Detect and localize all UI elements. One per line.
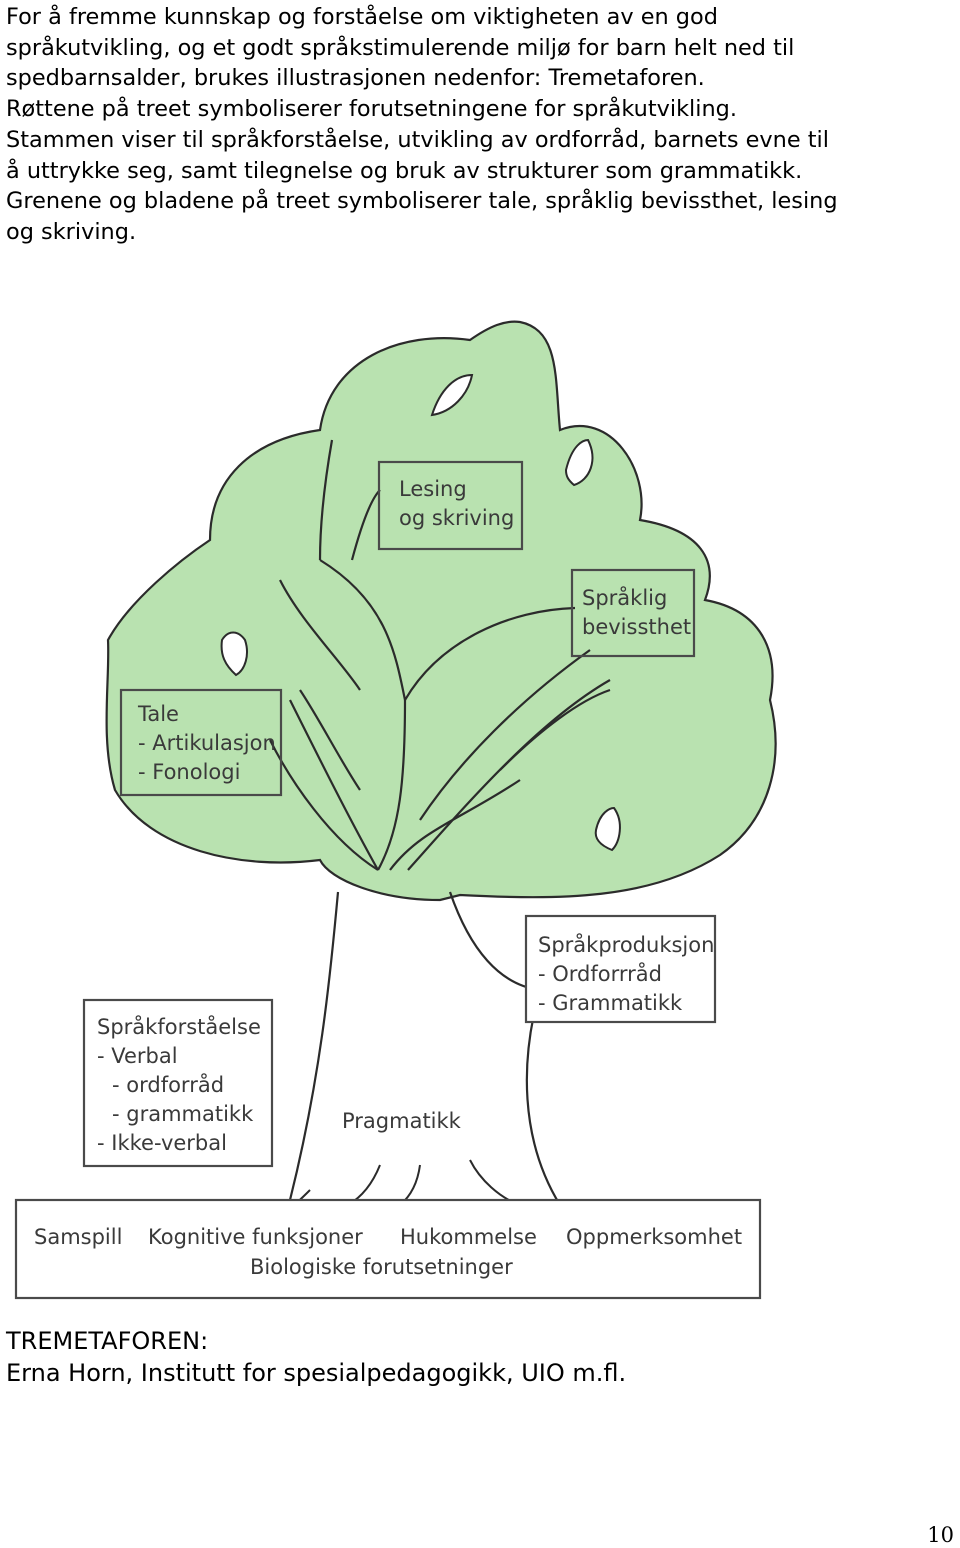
caption-credit: Erna Horn, Institutt for spesialpedagogi…: [6, 1359, 627, 1387]
intro-line: Stammen viser til språkforståelse, utvik…: [6, 126, 829, 153]
root-item-hukommelse: Hukommelse: [400, 1225, 537, 1249]
caption-title: TREMETAFOREN:: [6, 1327, 209, 1355]
sprakbevissthet-line-2: bevissthet: [582, 615, 691, 639]
root-item-samspill: Samspill: [34, 1225, 122, 1249]
intro-line: For å fremme kunnskap og forståelse om v…: [6, 4, 718, 30]
intro-line: språkutvikling, og et godt språkstimuler…: [6, 34, 795, 61]
lesing-line-1: Lesing: [399, 477, 467, 501]
lesing-box: [377, 460, 524, 551]
sprakforstaelse-line-2: - Verbal: [97, 1044, 178, 1068]
tale-line-1: Tale: [137, 702, 179, 726]
intro-line: spedbarnsalder, brukes illustrasjonen ne…: [6, 65, 705, 92]
root-item-kognitive: Kognitive funksjoner: [148, 1225, 363, 1249]
sprakproduksjon-box: [524, 914, 717, 1024]
intro-line: Grenene og bladene på treet symboliserer…: [6, 188, 838, 215]
sprakproduksjon-line-3: - Grammatikk: [538, 991, 683, 1015]
root-item-oppmerksomhet: Oppmerksomhet: [566, 1225, 742, 1249]
tree-trunk: [269, 439, 611, 1206]
sprakbevissthet-line-1: Språklig: [582, 585, 667, 610]
leaf-icon: [594, 806, 621, 852]
intro-line: Røttene på treet symboliserer forutsetni…: [6, 96, 738, 123]
sprakforstaelse-line-4: - grammatikk: [112, 1102, 254, 1126]
tree-crown: [105, 320, 777, 902]
tree-metaphor-illustration: Lesing og skriving Språklig bevissthet T…: [14, 320, 777, 1300]
leaf-icon: [220, 631, 248, 677]
caption: TREMETAFOREN: Erna Horn, Institutt for s…: [6, 1325, 626, 1389]
pragmatikk-label: Pragmatikk: [342, 1109, 462, 1133]
sprakforstaelse-line-5: - Ikke-verbal: [97, 1131, 227, 1155]
roots-box: [14, 1198, 762, 1300]
sprakforstaelse-line-1: Språkforståelse: [97, 1014, 261, 1039]
leaf-icon: [564, 438, 594, 487]
page-number: 10: [927, 1523, 954, 1547]
leaf-icon: [430, 373, 474, 417]
sprakforstaelse-line-3: - ordforråd: [112, 1072, 224, 1097]
tree-leaves: [220, 373, 621, 852]
sprakproduksjon-line-1: Språkproduksjon: [538, 932, 714, 957]
lesing-line-2: og skriving: [399, 506, 514, 530]
sprakproduksjon-line-2: - Ordforrråd: [538, 961, 662, 986]
intro-line: å uttrykke seg, samt tilegnelse og bruk …: [6, 157, 803, 184]
roots-footer: Biologiske forutsetninger: [250, 1255, 513, 1279]
sprakbevissthet-box: [570, 568, 696, 658]
tale-line-3: - Fonologi: [138, 760, 240, 784]
tale-line-2: - Artikulasjon: [138, 731, 276, 755]
intro-line: og skriving.: [6, 218, 137, 245]
intro-paragraph: For å fremme kunnskap og forståelse om v…: [6, 2, 956, 248]
sprakforstaelse-box: [82, 998, 274, 1168]
tale-box: [119, 688, 283, 797]
